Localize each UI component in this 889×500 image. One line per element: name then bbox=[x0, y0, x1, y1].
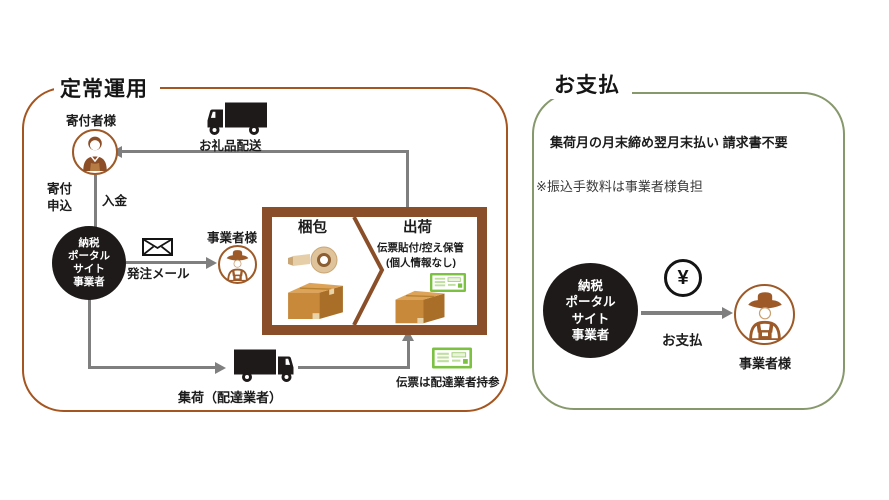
yen-icon: ¥ bbox=[664, 259, 702, 297]
flow-line-into-box bbox=[407, 341, 410, 369]
shipping-slip-icon bbox=[432, 347, 472, 369]
portal-operator-text: 納税 ポータル サイト 事業者 bbox=[68, 237, 110, 288]
flow-line-payment bbox=[641, 311, 724, 315]
section-divider-chevron bbox=[352, 215, 390, 327]
donation-apply-label: 寄付 申込 bbox=[47, 182, 73, 213]
tape-roll-icon bbox=[287, 245, 343, 277]
payment-in-label: 入金 bbox=[102, 194, 128, 208]
flow-line-pickup-right bbox=[298, 366, 410, 369]
shipping-slip-icon bbox=[430, 273, 466, 292]
farmer-icon bbox=[222, 248, 253, 282]
donor-avatar bbox=[72, 129, 118, 175]
cardboard-box-icon bbox=[285, 274, 346, 321]
flow-line-ship-up bbox=[406, 150, 409, 209]
flow-line-portal-down bbox=[88, 299, 91, 369]
order-mail-label: 発注メール bbox=[127, 267, 190, 281]
slip-carry-label: 伝票は配達業者持参 bbox=[396, 377, 500, 389]
delivery-truck-icon bbox=[204, 101, 268, 136]
slip-note-line1: 伝票貼付/控え保管 bbox=[377, 242, 464, 254]
right-panel-title: お支払 bbox=[548, 69, 632, 99]
payment-panel bbox=[532, 92, 845, 410]
payment-label: お支払 bbox=[662, 333, 703, 348]
packing-label: 梱包 bbox=[298, 220, 327, 236]
gift-delivery-label: お礼品配送 bbox=[199, 139, 262, 153]
flow-line-gift-horizontal bbox=[122, 150, 409, 153]
operator-avatar-right bbox=[734, 284, 795, 345]
operator-avatar-left bbox=[218, 245, 257, 284]
flow-line-donor-portal bbox=[94, 175, 97, 228]
flow-line-order-mail bbox=[126, 261, 208, 264]
shipping-label: 出荷 bbox=[403, 220, 432, 236]
transfer-fee-note: ※振込手数料は事業者様負担 bbox=[536, 179, 703, 194]
arrowhead-into-shipping bbox=[402, 330, 414, 341]
payment-terms-text: 集荷月の月末締め翌月末払い 請求書不要 bbox=[550, 135, 788, 150]
process-frame bbox=[262, 207, 487, 335]
slip-note-line2: (個人情報なし) bbox=[386, 257, 456, 269]
donor-avatar-icon bbox=[76, 133, 114, 171]
normal-operation-panel bbox=[22, 87, 508, 412]
pickup-truck-icon bbox=[233, 348, 297, 383]
arrowhead-to-operator-right bbox=[722, 307, 733, 319]
arrowhead-to-operator bbox=[206, 257, 217, 269]
donor-label: 寄付者様 bbox=[66, 114, 117, 128]
portal-operator-text: 納税 ポータル サイト 事業者 bbox=[565, 279, 616, 342]
cardboard-box-icon bbox=[391, 283, 449, 325]
left-panel-title: 定常運用 bbox=[54, 73, 160, 103]
operator-label-right: 事業者様 bbox=[739, 356, 792, 371]
portal-operator-circle: 納税 ポータル サイト 事業者 bbox=[543, 263, 638, 358]
arrowhead-to-pickup-truck bbox=[215, 362, 226, 374]
farmer-icon bbox=[741, 289, 789, 342]
portal-operator-circle: 納税 ポータル サイト 事業者 bbox=[52, 226, 126, 300]
operator-label-left: 事業者様 bbox=[207, 231, 258, 245]
flow-line-pickup-left bbox=[88, 366, 218, 369]
pickup-label: 集荷（配達業者） bbox=[178, 390, 283, 405]
envelope-icon bbox=[142, 238, 173, 256]
